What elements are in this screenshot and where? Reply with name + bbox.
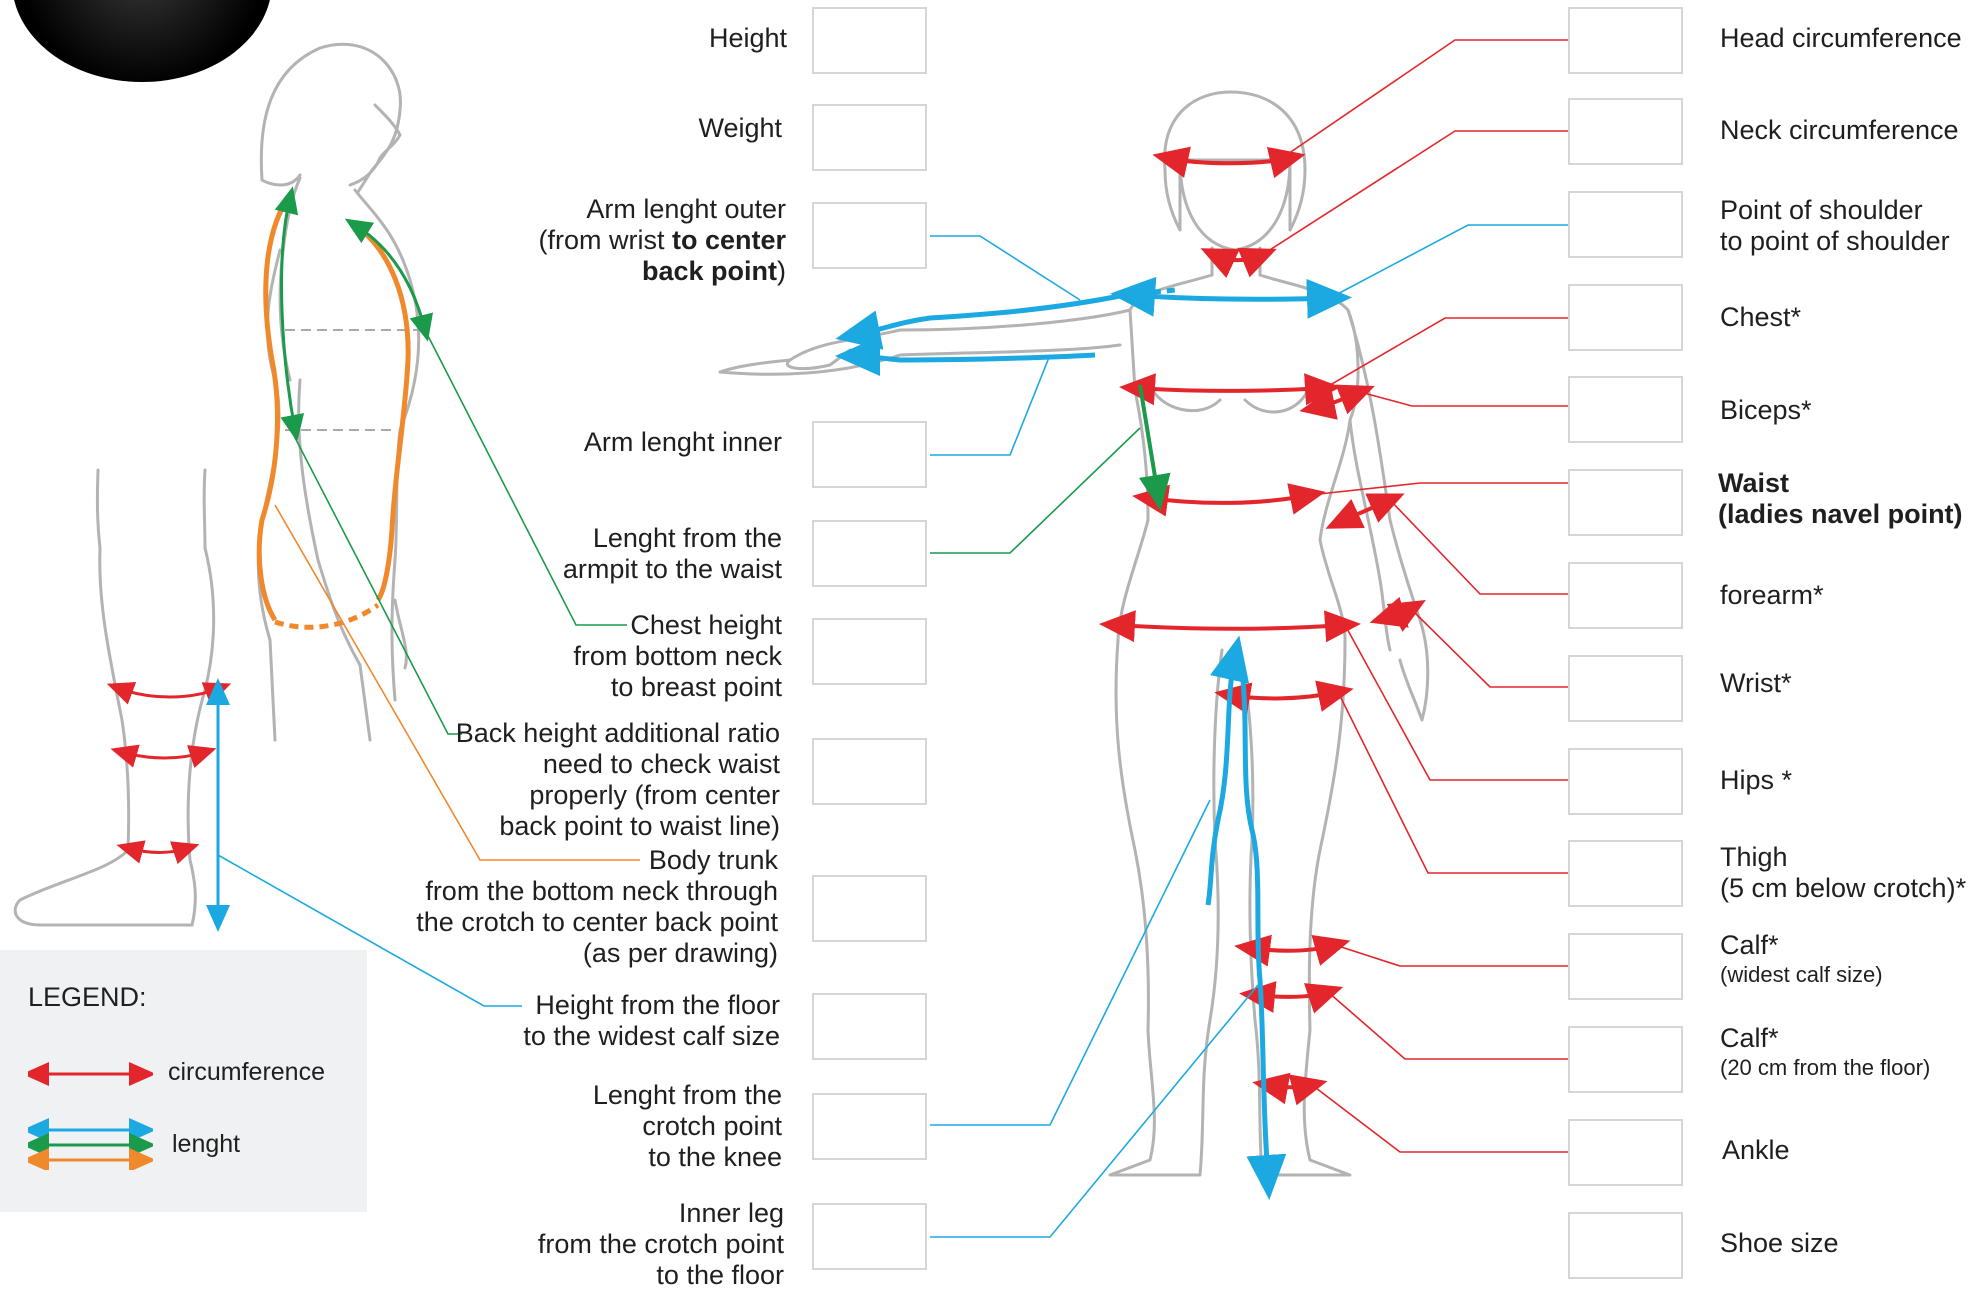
- inner-leg-input[interactable]: [812, 1203, 927, 1270]
- label-calf-wide: Calf* (widest calf size): [1720, 930, 1883, 989]
- calf-height-input[interactable]: [812, 993, 927, 1060]
- legend-circumference: circumference: [168, 1058, 325, 1087]
- armpit-waist-input[interactable]: [812, 520, 927, 587]
- label-body-trunk: Body trunk from the bottom neck through …: [416, 845, 778, 969]
- body-trunk-input[interactable]: [812, 875, 927, 942]
- height-input[interactable]: [812, 7, 927, 74]
- label-biceps: Biceps*: [1720, 395, 1812, 426]
- biceps-input[interactable]: [1568, 376, 1683, 443]
- label-back-height: Back height additional ratio need to che…: [456, 718, 780, 842]
- legend-swatches: [28, 1060, 153, 1170]
- label-neck: Neck circumference: [1720, 115, 1959, 146]
- waist-input[interactable]: [1568, 469, 1683, 536]
- label-ankle: Ankle: [1722, 1135, 1790, 1166]
- label-chest-height: Chest height from bottom neck to breast …: [573, 610, 782, 703]
- calf-wide-input[interactable]: [1568, 933, 1683, 1000]
- label-weight: Weight: [698, 113, 782, 144]
- forearm-input[interactable]: [1568, 562, 1683, 629]
- side-figure: [258, 44, 418, 740]
- label-arm-inner: Arm lenght inner: [584, 427, 782, 458]
- label-waist: Waist (ladies navel point): [1718, 468, 1963, 530]
- back-height-input[interactable]: [812, 738, 927, 805]
- label-shoe: Shoe size: [1720, 1228, 1839, 1259]
- thigh-input[interactable]: [1568, 840, 1683, 907]
- label-crotch-knee: Lenght from the crotch point to the knee: [593, 1080, 782, 1173]
- label-calf-height: Height from the floor to the widest calf…: [523, 990, 780, 1052]
- label-calf-20: Calf* (20 cm from the floor): [1720, 1023, 1930, 1082]
- crotch-knee-input[interactable]: [812, 1093, 927, 1160]
- head-input[interactable]: [1568, 7, 1683, 74]
- label-wrist: Wrist*: [1720, 668, 1792, 699]
- calf-20-input[interactable]: [1568, 1026, 1683, 1093]
- ankle-input[interactable]: [1568, 1119, 1683, 1186]
- label-inner-leg: Inner leg from the crotch point to the f…: [538, 1198, 784, 1291]
- legend-title: LEGEND:: [28, 982, 147, 1013]
- hips-input[interactable]: [1568, 748, 1683, 815]
- weight-input[interactable]: [812, 104, 927, 171]
- label-thigh: Thigh (5 cm below crotch)*: [1720, 842, 1966, 904]
- label-height: Height: [709, 23, 787, 54]
- shoe-input[interactable]: [1568, 1212, 1683, 1279]
- label-forearm: forearm*: [1720, 580, 1824, 611]
- wrist-input[interactable]: [1568, 655, 1683, 722]
- label-hips: Hips *: [1720, 765, 1792, 796]
- shoulder-input[interactable]: [1568, 191, 1683, 258]
- neck-input[interactable]: [1568, 98, 1683, 165]
- arm-inner-input[interactable]: [812, 421, 927, 488]
- arm-outer-input[interactable]: [812, 202, 927, 269]
- chest-input[interactable]: [1568, 284, 1683, 351]
- label-head: Head circumference: [1720, 23, 1962, 54]
- label-chest: Chest*: [1720, 302, 1801, 333]
- legend-length: lenght: [172, 1130, 240, 1159]
- chest-height-input[interactable]: [812, 618, 927, 685]
- label-armpit-waist: Lenght from the armpit to the waist: [563, 523, 782, 585]
- label-shoulder: Point of shoulder to point of shoulder: [1720, 195, 1950, 257]
- label-arm-outer: Arm lenght outer (from wrist to center b…: [538, 194, 786, 287]
